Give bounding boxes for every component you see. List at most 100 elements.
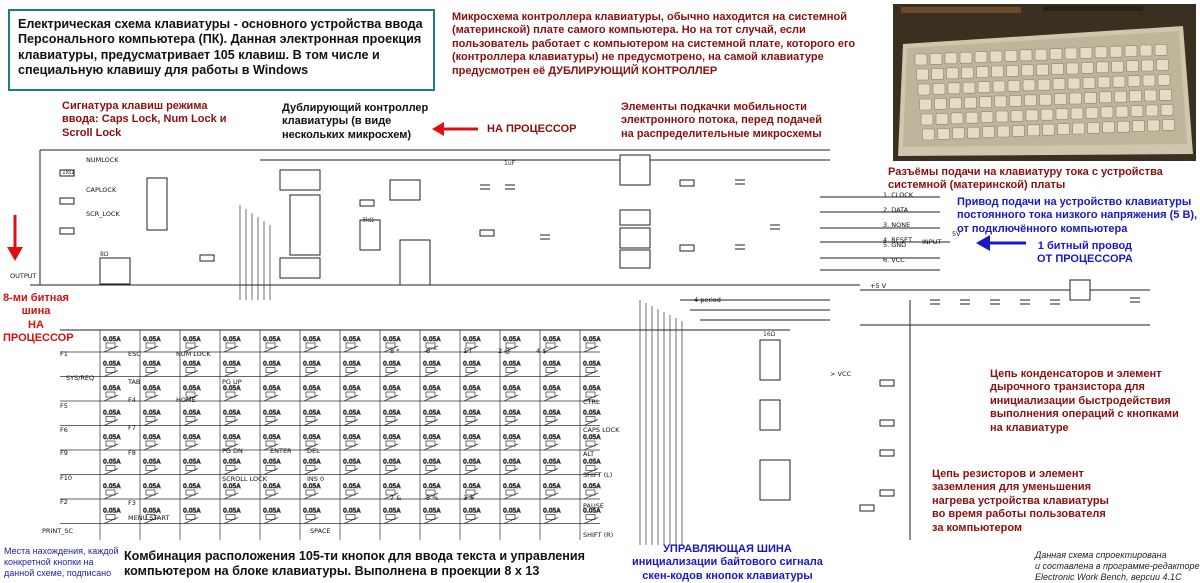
key-fuse-label: 0.05A: [423, 410, 441, 417]
photo-key: [1009, 95, 1022, 107]
key-contact: [583, 517, 599, 524]
photo-key: [1069, 92, 1082, 105]
key-switch: [225, 440, 236, 447]
key-switch: [185, 514, 196, 520]
key-fuse-label: 0.05A: [263, 385, 281, 392]
photo-key: [965, 111, 979, 124]
photo-key: [937, 128, 950, 140]
photo-key: [1162, 119, 1175, 131]
key-switch: [425, 440, 436, 447]
key-switch: [105, 440, 116, 447]
key-label: DEL: [307, 447, 320, 455]
key-fuse-label: 0.05A: [503, 434, 521, 441]
key-contact: [343, 394, 359, 402]
resistor-chain-note: Цепь резисторов и элемент заземления для…: [932, 468, 1109, 534]
photo-key: [1102, 121, 1115, 134]
key-switch: [425, 416, 436, 422]
photo-key: [1096, 61, 1109, 74]
photo-key: [1099, 91, 1112, 104]
key-fuse-label: 0.05A: [263, 459, 281, 466]
key-contact: [263, 468, 279, 475]
key-switch: [345, 465, 356, 471]
key-contact: [183, 419, 199, 426]
key-fuse-label: 0.05A: [463, 336, 481, 343]
key-switch: [105, 391, 116, 398]
key-label: INS 0: [307, 475, 324, 483]
photo-key: [1021, 64, 1034, 77]
key-contact: [223, 468, 239, 475]
photo-key: [1127, 75, 1141, 87]
key-contact: [463, 468, 479, 475]
ic-chip: [619, 154, 651, 186]
photo-key: [1010, 110, 1024, 122]
key-label: SCROLL LOCK: [222, 475, 268, 483]
resistor: [59, 169, 75, 177]
key-fuse-label: 0.05A: [103, 361, 121, 368]
key-contact: [583, 345, 599, 353]
key-label: SYS/REQ: [66, 374, 94, 382]
resistor: [879, 379, 895, 387]
key-fuse-label: 0.05A: [263, 336, 281, 343]
ic-chip: [619, 249, 651, 269]
resistor: [199, 254, 215, 262]
ic-chip: [279, 257, 321, 279]
key-fuse-label: 0.05A: [583, 508, 601, 515]
key-fuse-label: 0.05A: [343, 361, 361, 368]
key-fuse-label: 0.05A: [543, 336, 561, 343]
key-fuse-label: 0.05A: [103, 459, 121, 466]
key-switch: [465, 465, 476, 471]
resistor: [879, 419, 895, 427]
photo-key: [1141, 59, 1154, 72]
key-fuse-label: 0.05A: [383, 410, 401, 417]
photo-key: [935, 113, 949, 125]
key-contact: [143, 517, 159, 524]
key-switch: [145, 489, 156, 496]
key-contact: [183, 394, 199, 402]
key-fuse-label: 0.05A: [543, 483, 561, 490]
key-switch: [225, 416, 236, 422]
photo-key: [1145, 104, 1159, 117]
key-fuse-label: 0.05A: [103, 385, 121, 392]
key-switch: [225, 367, 236, 373]
photo-key: [980, 111, 994, 123]
photo-key: [1040, 108, 1054, 121]
key-fuse-label: 0.05A: [423, 361, 441, 368]
key-contact: [503, 443, 519, 451]
key-contact: [103, 419, 119, 426]
ic-chip: [146, 177, 168, 231]
ic-chip: [289, 194, 321, 256]
key-contact: [183, 443, 199, 451]
key-switch: [105, 342, 116, 349]
duplicate-controller-note: Дублирующий контроллер клавиатуры (в вид…: [282, 102, 429, 141]
key-contact: [183, 345, 199, 353]
key-switch: [465, 489, 476, 496]
ic-chips: [99, 154, 1091, 501]
photo-key: [1157, 74, 1171, 86]
photo-key: [934, 98, 947, 110]
key-fuse-label: 0.05A: [303, 361, 321, 368]
photo-key: [916, 68, 929, 81]
key-fuse-label: 0.05A: [143, 508, 161, 515]
key-label: CTRL: [583, 398, 600, 406]
key-label: F9: [60, 449, 68, 457]
arrow-one-bit: [976, 234, 1028, 257]
caplock-led-label: CAPLOCK: [86, 186, 117, 194]
key-switch: [265, 367, 276, 373]
key-label: HOME: [176, 396, 196, 404]
connector-pin-label: 1. CLOCK: [883, 191, 914, 199]
key-fuse-label: 0.05A: [303, 385, 321, 392]
resistor: [879, 489, 895, 497]
key-fuse-label: 0.05A: [423, 385, 441, 392]
key-switch: [385, 391, 396, 398]
key-switch: [345, 514, 356, 520]
key-contact: [543, 419, 559, 426]
key-switch: [545, 416, 556, 422]
key-switch: [545, 367, 556, 373]
key-contact: [383, 370, 399, 377]
key-switch: [505, 416, 516, 422]
photo-key: [946, 67, 959, 80]
key-contact: [303, 492, 319, 500]
to-cpu-top-label: НА ПРОЦЕССОР: [487, 123, 577, 135]
photo-key: [1115, 105, 1129, 118]
